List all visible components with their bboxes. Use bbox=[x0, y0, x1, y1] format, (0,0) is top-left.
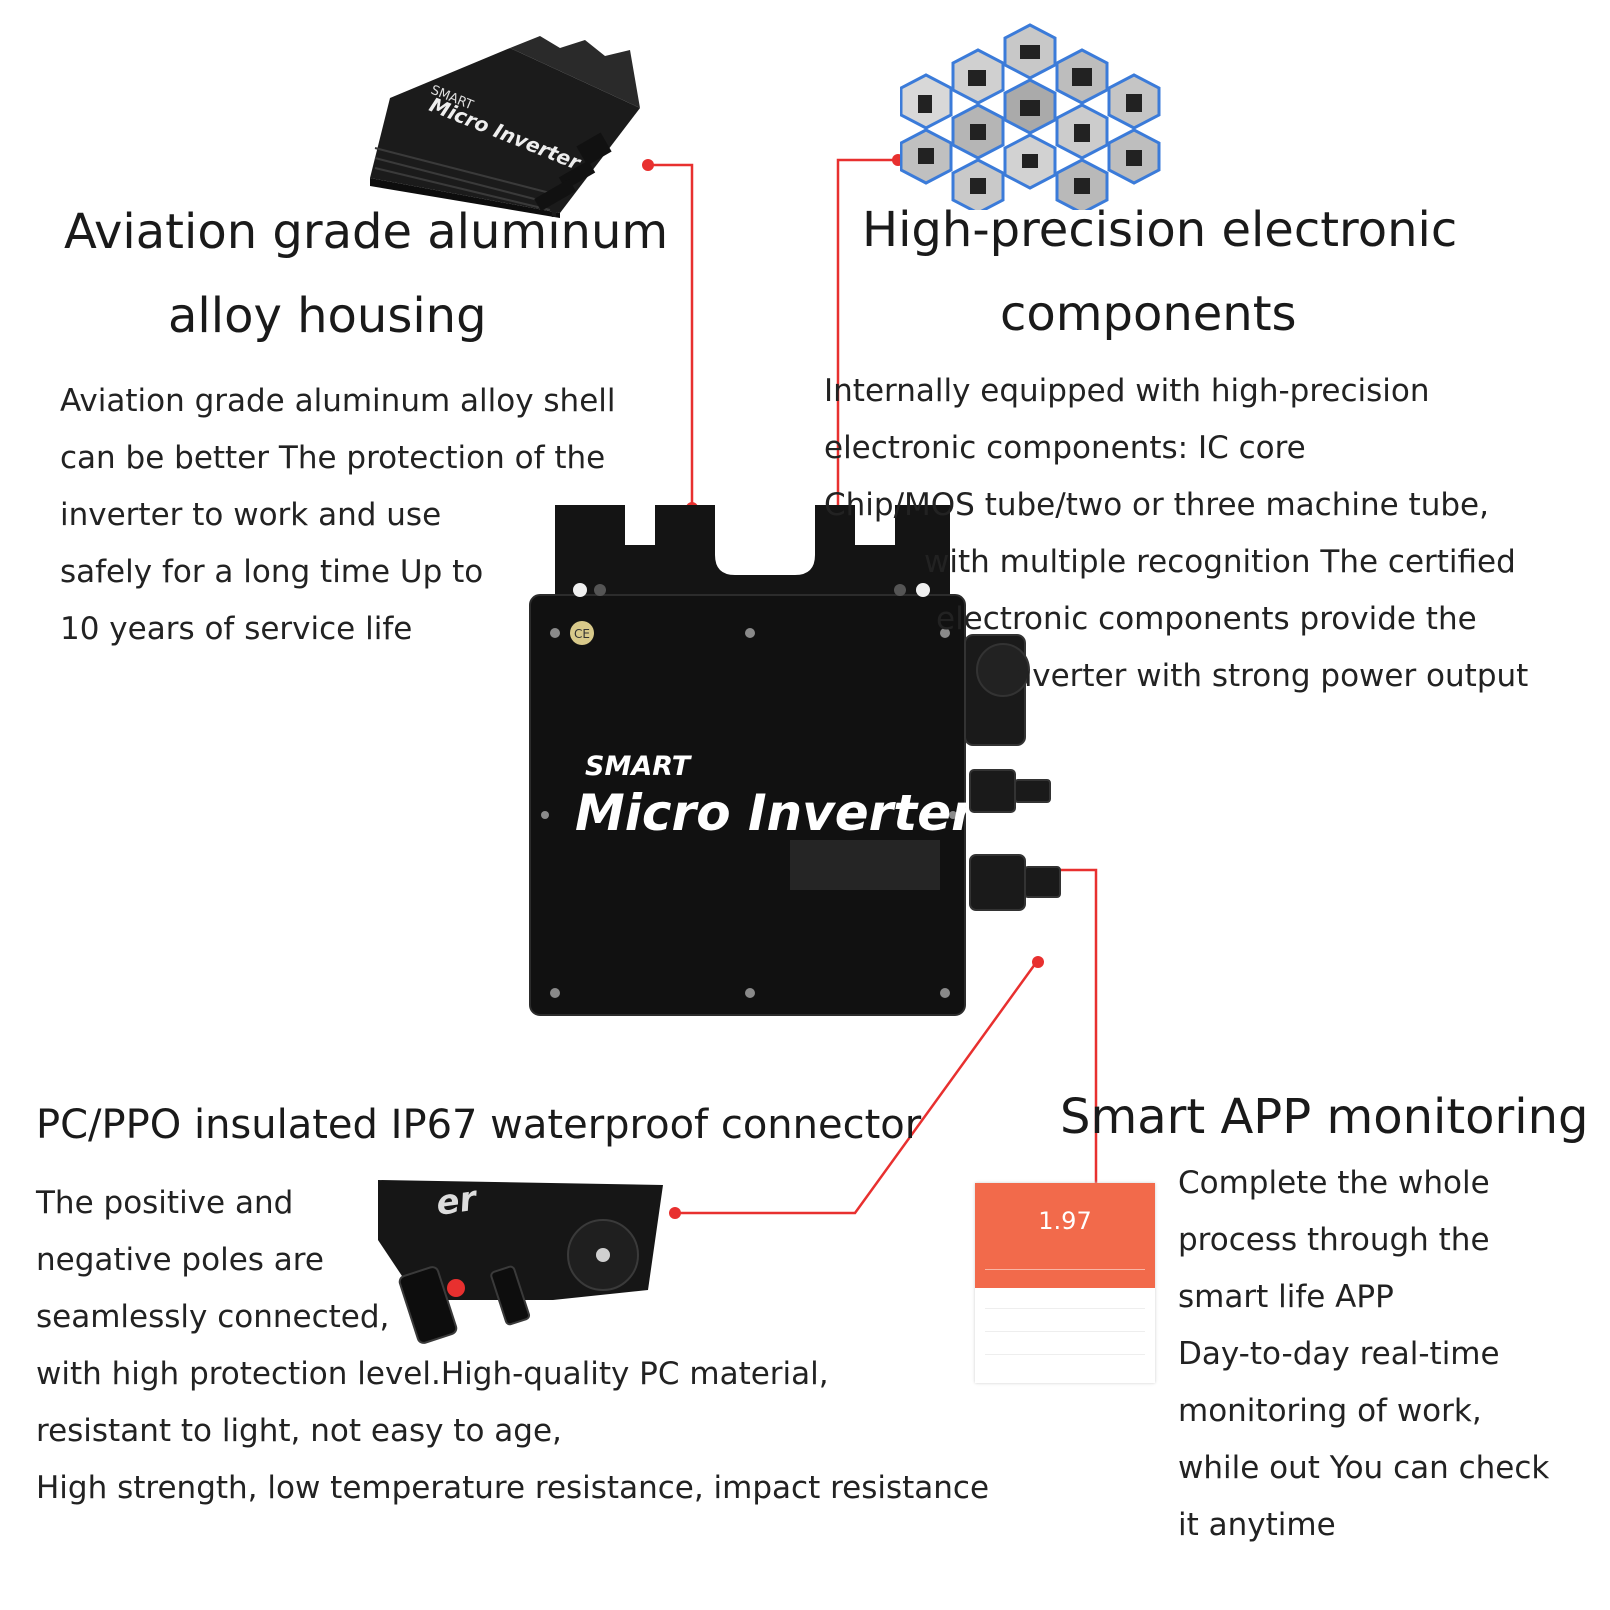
housing-title-line: Aviation grade aluminum bbox=[64, 204, 669, 260]
components-description-line: Chip/MOS tube/two or three machine tube, bbox=[824, 487, 1489, 523]
connector-description: The positive and negative poles are seam… bbox=[36, 1175, 989, 1517]
housing-description-line: can be better The protection of the bbox=[60, 440, 606, 476]
components-description-line: electronic components provide the bbox=[936, 601, 1477, 637]
housing-title: Aviation grade aluminum alloy housing bbox=[64, 190, 668, 358]
housing-title-line: alloy housing bbox=[168, 288, 487, 344]
app-description: Complete the whole process through the s… bbox=[1178, 1155, 1549, 1554]
housing-description-line: inverter to work and use bbox=[60, 497, 442, 533]
components-description: Internally equipped with high-precision … bbox=[824, 363, 1528, 705]
app-screen-header: 1.97 bbox=[975, 1183, 1155, 1288]
connector-closeup-image: er bbox=[378, 1180, 663, 1344]
app-description-line: while out You can check bbox=[1178, 1450, 1550, 1486]
housing-description-line: Aviation grade aluminum alloy shell bbox=[60, 383, 616, 419]
connector-description-line: The positive and bbox=[36, 1185, 294, 1221]
svg-text:er: er bbox=[434, 1180, 481, 1224]
app-description-line: monitoring of work, bbox=[1178, 1393, 1482, 1429]
ce-mark: CE bbox=[574, 627, 590, 641]
components-description-line: electronic components: IC core bbox=[824, 430, 1306, 466]
device-model-text: Micro Inverter bbox=[575, 784, 979, 842]
connector-description-line: with high protection level.High-quality … bbox=[36, 1356, 829, 1392]
components-title: High-precision electronic components bbox=[862, 188, 1457, 356]
connector-description-line: resistant to light, not easy to age, bbox=[36, 1413, 562, 1449]
app-description-line: Day-to-day real-time bbox=[1178, 1336, 1500, 1372]
app-description-line: smart life APP bbox=[1178, 1279, 1394, 1315]
components-title-line: High-precision electronic bbox=[862, 202, 1458, 258]
inverter-thumbnail-image: SMART Micro Inverter bbox=[370, 36, 640, 218]
connector-description-line: negative poles are bbox=[36, 1242, 324, 1278]
app-title: Smart APP monitoring bbox=[1060, 1089, 1589, 1145]
app-description-line: process through the bbox=[1178, 1222, 1490, 1258]
electronic-components-image bbox=[900, 23, 1161, 210]
connector-connector-line bbox=[675, 959, 1040, 1215]
housing-description: Aviation grade aluminum alloy shell can … bbox=[60, 373, 616, 658]
housing-description-line: 10 years of service life bbox=[60, 611, 413, 647]
connector-title: PC/PPO insulated IP67 waterproof connect… bbox=[36, 1102, 922, 1148]
app-description-line: it anytime bbox=[1178, 1507, 1336, 1543]
components-title-line: components bbox=[1000, 286, 1297, 342]
components-description-line: Internally equipped with high-precision bbox=[824, 373, 1430, 409]
components-description-line: inverter with strong power output bbox=[1004, 658, 1529, 694]
app-screen-list bbox=[975, 1288, 1155, 1385]
housing-description-line: safely for a long time Up to bbox=[60, 554, 484, 590]
components-description-line: with multiple recognition The certified bbox=[924, 544, 1516, 580]
micro-inverter-image: CE SMART Micro Inverter bbox=[529, 505, 1061, 1016]
housing-connector-dot bbox=[642, 159, 654, 171]
housing-connector-line bbox=[648, 163, 694, 508]
connector-description-line: seamlessly connected, bbox=[36, 1299, 390, 1335]
app-screen-value: 1.97 bbox=[1038, 1207, 1092, 1235]
app-description-line: Complete the whole bbox=[1178, 1165, 1490, 1201]
device-brand-text: SMART bbox=[585, 751, 693, 782]
connector-description-line: High strength, low temperature resistanc… bbox=[36, 1470, 990, 1506]
app-screenshot: 1.97 bbox=[975, 1183, 1155, 1383]
connector-connector-dot bbox=[669, 1207, 681, 1219]
